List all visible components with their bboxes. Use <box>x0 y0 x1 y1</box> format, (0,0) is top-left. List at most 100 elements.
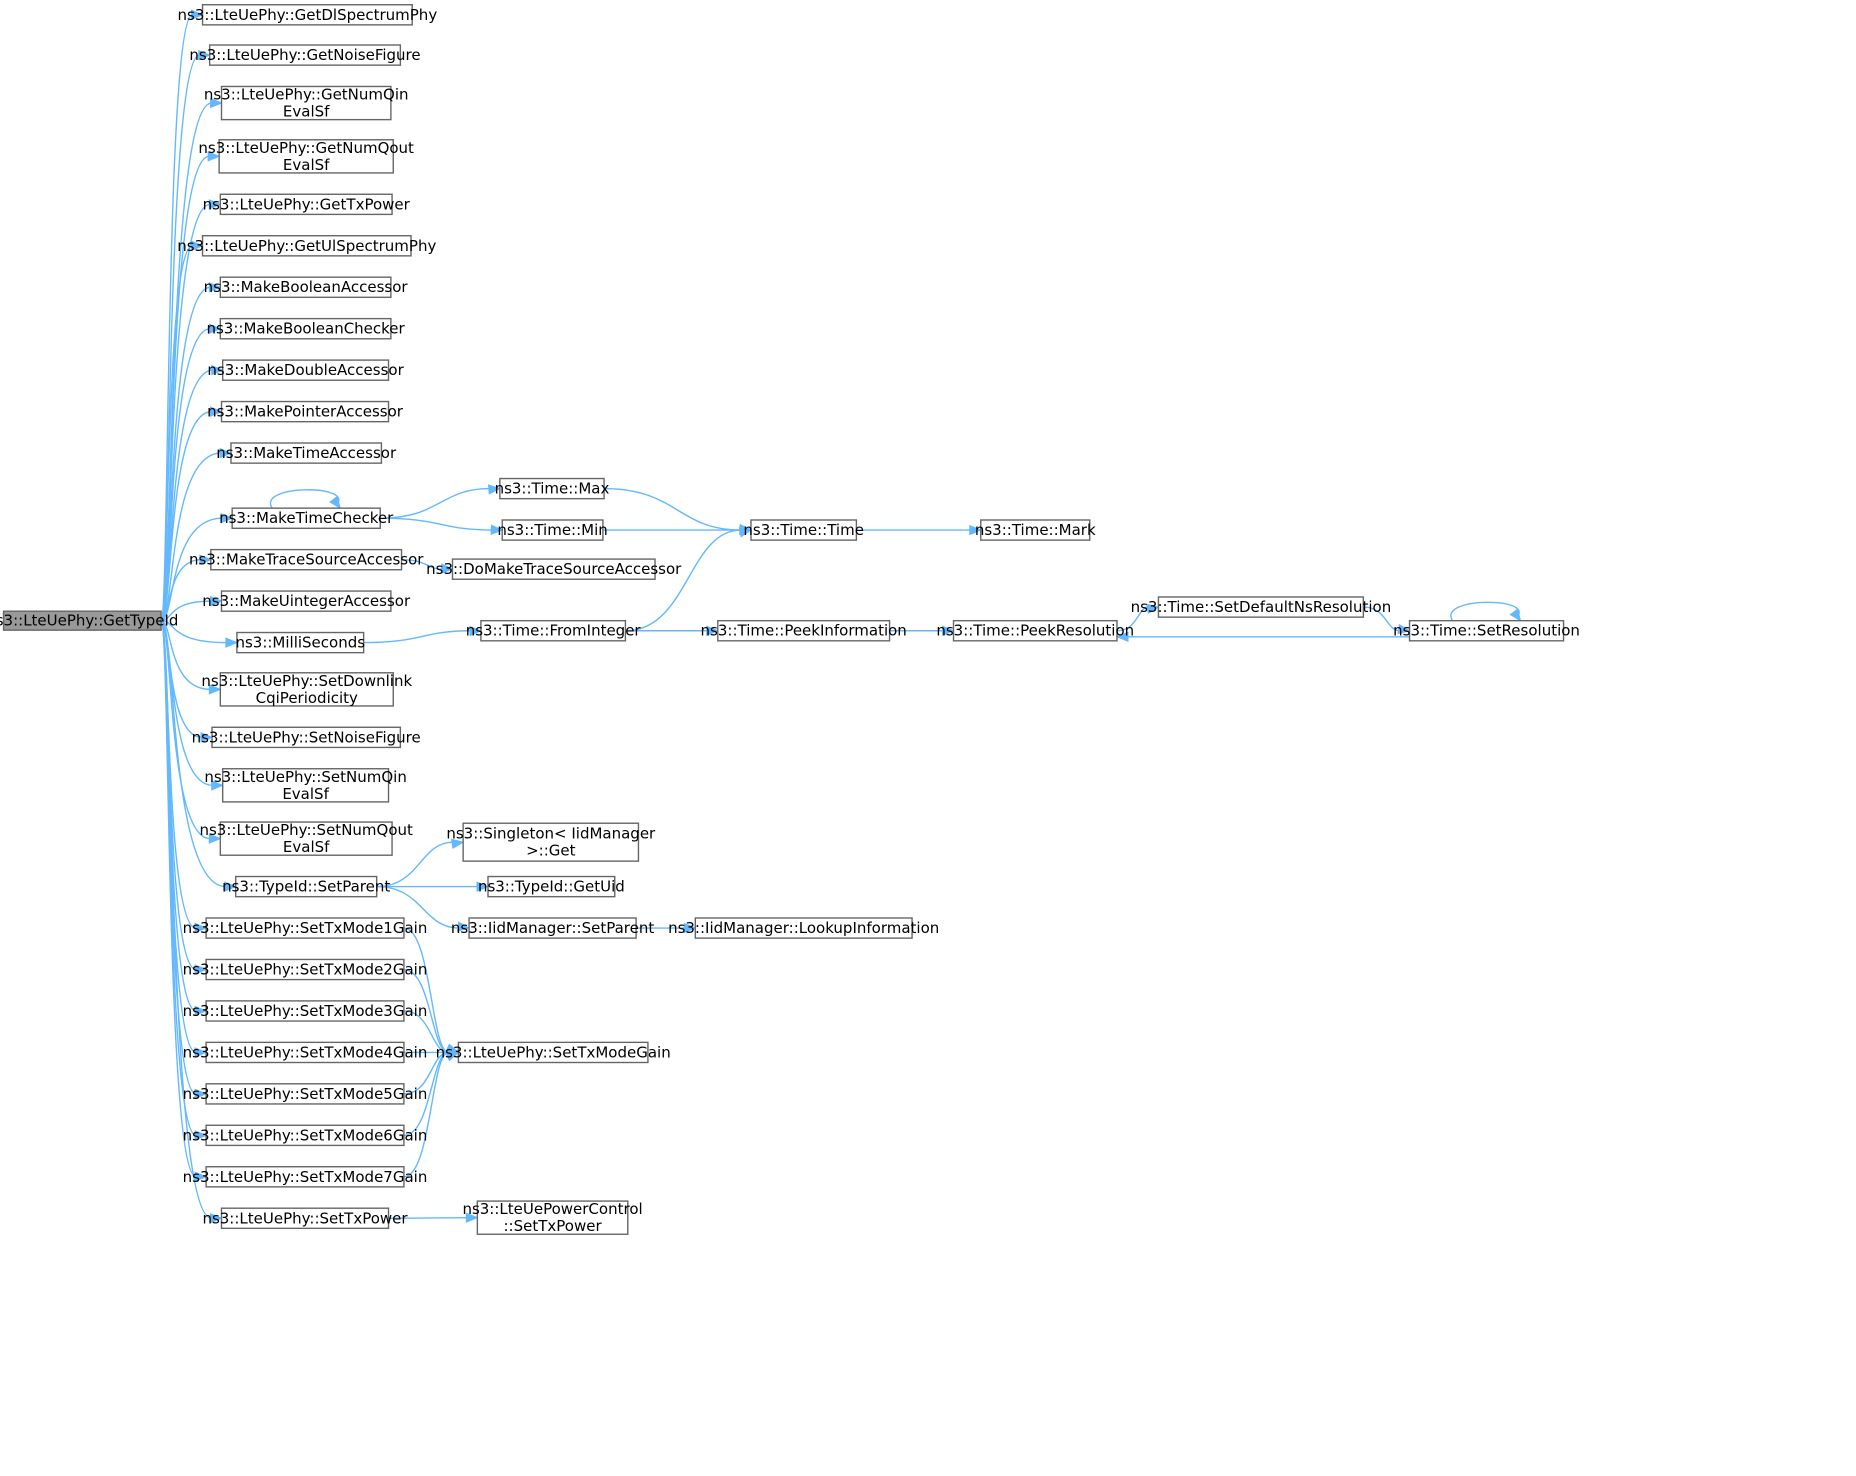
arrow-head <box>207 151 221 162</box>
arrow-head <box>225 637 239 648</box>
node-box <box>220 590 392 612</box>
arrow-head <box>210 595 223 607</box>
node-label: ns3::MakeTraceSourceAccessor <box>189 551 424 569</box>
arrow-head <box>1146 603 1160 615</box>
node-n20[interactable]: ns3::TypeId::SetParent <box>222 875 390 898</box>
arrow-head <box>465 1212 479 1223</box>
node-n15[interactable]: ns3::MilliSeconds <box>235 631 365 654</box>
node-tmin[interactable]: ns3::Time::Min <box>497 519 608 541</box>
node-pcstp[interactable]: ns3::LteUePowerControl::SetTxPower <box>462 1200 642 1235</box>
node-box <box>205 1041 405 1064</box>
node-label: ns3::Time::Min <box>497 521 607 539</box>
node-box <box>205 1000 405 1022</box>
node-label: ns3::LteUePhy::GetTypeId <box>0 612 178 630</box>
node-getuid[interactable]: ns3::TypeId::GetUid <box>478 875 625 898</box>
node-n5[interactable]: ns3::LteUePhy::GetTxPower <box>203 193 411 216</box>
edge-root-to-n6 <box>160 240 204 622</box>
node-n27[interactable]: ns3::LteUePhy::SetTxMode7Gain <box>183 1166 428 1188</box>
node-tpi[interactable]: ns3::Time::PeekInformation <box>701 619 907 642</box>
node-n25[interactable]: ns3::LteUePhy::SetTxMode5Gain <box>183 1083 428 1105</box>
arrow-head <box>220 512 234 524</box>
node-n12[interactable]: ns3::MakeTimeChecker <box>219 507 394 529</box>
node-box <box>220 1207 390 1230</box>
node-root[interactable]: ns3::LteUePhy::GetTypeId <box>0 610 178 631</box>
arrow-head <box>211 780 225 791</box>
node-label: CqiPeriodicity <box>256 689 358 707</box>
node-box <box>952 619 1118 642</box>
arrow-head <box>210 406 223 417</box>
node-n8[interactable]: ns3::MakeBooleanChecker <box>206 317 406 340</box>
node-box <box>221 768 390 803</box>
arrow-head <box>208 199 222 210</box>
node-label: ns3::LteUePhy::SetNumQin <box>204 768 407 786</box>
arrow-head <box>1115 631 1129 643</box>
edge-path <box>403 1051 449 1178</box>
node-n26[interactable]: ns3::LteUePhy::SetTxMode6Gain <box>183 1124 428 1147</box>
edge-path <box>160 600 212 622</box>
node-ttime[interactable]: ns3::Time::Time <box>743 519 864 541</box>
node-box <box>220 400 390 423</box>
edge-path <box>376 841 454 888</box>
node-dmtsa[interactable]: ns3::DoMakeTraceSourceAccessor <box>426 558 682 580</box>
node-n28[interactable]: ns3::LteUePhy::SetTxPower <box>202 1207 408 1230</box>
arrow-head <box>476 881 490 892</box>
node-label: ns3::LteUePhy::GetTxPower <box>203 195 411 213</box>
node-box <box>211 726 402 749</box>
node-n11[interactable]: ns3::MakeTimeAccessor <box>216 442 397 464</box>
edge-path <box>161 619 227 644</box>
node-n21[interactable]: ns3::LteUePhy::SetTxMode1Gain <box>183 917 428 939</box>
node-iidsp[interactable]: ns3::IidManager::SetParent <box>451 917 654 939</box>
edge-path <box>1363 606 1400 632</box>
node-label: ns3::LteUePhy::SetDownlink <box>201 672 412 690</box>
node-n23[interactable]: ns3::LteUePhy::SetTxMode3Gain <box>183 1000 428 1022</box>
node-tpr[interactable]: ns3::Time::PeekResolution <box>936 619 1134 642</box>
arrow-head <box>194 1171 208 1183</box>
node-n10[interactable]: ns3::MakePointerAccessor <box>207 400 404 423</box>
node-tfi[interactable]: ns3::Time::FromInteger <box>466 619 642 642</box>
node-n13[interactable]: ns3::MakeTraceSourceAccessor <box>189 548 424 571</box>
node-n22[interactable]: ns3::LteUePhy::SetTxMode2Gain <box>183 958 428 981</box>
edge-path <box>403 1010 449 1054</box>
node-box <box>236 631 365 654</box>
edge-root-to-n16 <box>160 619 222 695</box>
edge-path <box>363 630 471 644</box>
node-label: ns3::TypeId::GetUid <box>478 878 625 896</box>
node-tsr[interactable]: ns3::Time::SetResolution <box>1393 619 1580 642</box>
node-n2[interactable]: ns3::LteUePhy::GetNoiseFigure <box>189 44 421 66</box>
node-tmark[interactable]: ns3::Time::Mark <box>975 519 1096 541</box>
arrow-head <box>219 447 233 459</box>
node-n24[interactable]: ns3::LteUePhy::SetTxMode4Gain <box>183 1041 428 1064</box>
node-tsdnr[interactable]: ns3::Time::SetDefaultNsResolution <box>1131 596 1392 618</box>
node-label: ns3::MakeUintegerAccessor <box>202 592 411 610</box>
edge-tpi-to-tpr <box>889 625 955 636</box>
node-sget[interactable]: ns3::Singleton< IidManager>::Get <box>446 822 656 862</box>
node-label: ns3::Time::FromInteger <box>466 622 642 640</box>
node-n14[interactable]: ns3::MakeUintegerAccessor <box>202 590 411 612</box>
node-label: ns3::LteUePhy::GetNumQin <box>204 86 409 104</box>
node-box <box>219 193 393 216</box>
arrow-head <box>194 1005 208 1017</box>
node-box <box>750 519 858 541</box>
edge-n12-to-tmax <box>380 484 502 519</box>
node-n7[interactable]: ns3::MakeBooleanAccessor <box>204 276 409 299</box>
edge-path <box>388 1216 468 1219</box>
node-n6[interactable]: ns3::LteUePhy::GetUlSpectrumPhy <box>177 235 436 257</box>
node-tmax[interactable]: ns3::Time::Max <box>495 477 610 500</box>
node-n9[interactable]: ns3::MakeDoubleAccessor <box>207 359 405 381</box>
node-lookup[interactable]: ns3::IidManager::LookupInformation <box>668 917 939 939</box>
node-box <box>457 1041 649 1064</box>
node-box <box>694 917 913 939</box>
node-label: ns3::LteUePhy::GetNoiseFigure <box>189 46 420 64</box>
node-n1[interactable]: ns3::LteUePhy::GetDlSpectrumPhy <box>178 4 438 26</box>
node-box <box>1157 596 1365 618</box>
edge-root-to-n27 <box>160 619 208 1183</box>
node-n17[interactable]: ns3::LteUePhy::SetNoiseFigure <box>192 726 421 749</box>
node-stmg[interactable]: ns3::LteUePhy::SetTxModeGain <box>436 1041 671 1064</box>
edge-path <box>401 558 443 570</box>
edge-path <box>160 619 197 1178</box>
